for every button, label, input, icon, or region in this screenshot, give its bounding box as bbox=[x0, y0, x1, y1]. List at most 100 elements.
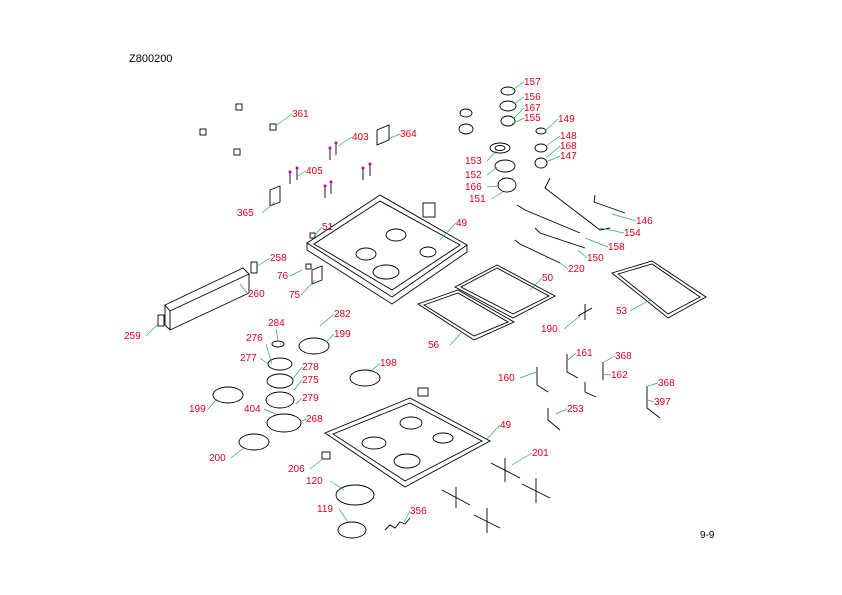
part-label: 152 bbox=[465, 170, 482, 181]
leader-line bbox=[584, 237, 609, 248]
part-label: 284 bbox=[268, 318, 285, 329]
burner-caps-stack bbox=[458, 86, 548, 193]
part-label: 49 bbox=[500, 420, 512, 431]
leader-line bbox=[511, 452, 533, 466]
leader-line bbox=[529, 277, 543, 291]
leader-line bbox=[313, 226, 323, 237]
part-label: 149 bbox=[558, 114, 575, 125]
leader-line bbox=[369, 362, 381, 373]
part-label: 168 bbox=[560, 141, 577, 152]
leader-line bbox=[603, 355, 616, 363]
glass-top-panel bbox=[321, 387, 491, 488]
part-label: 154 bbox=[624, 228, 641, 239]
part-label: 364 bbox=[400, 129, 417, 140]
leader-line bbox=[261, 201, 276, 214]
part-label: 405 bbox=[306, 166, 323, 177]
part-label: 199 bbox=[189, 404, 206, 415]
part-label: 404 bbox=[244, 404, 261, 415]
leader-line bbox=[559, 262, 569, 270]
part-label: 397 bbox=[654, 397, 671, 408]
part-label: 365 bbox=[237, 208, 254, 219]
cooktop-enclosure bbox=[306, 194, 468, 305]
part-label: 147 bbox=[560, 151, 577, 162]
leader-line bbox=[309, 457, 325, 470]
leader-line bbox=[545, 155, 561, 163]
lower-burners bbox=[212, 337, 381, 451]
part-label: 361 bbox=[292, 109, 309, 120]
discs-and-spring bbox=[335, 484, 411, 539]
leader-line bbox=[387, 133, 401, 140]
leader-line bbox=[255, 257, 271, 268]
leader-line bbox=[511, 81, 525, 91]
leader-line bbox=[519, 371, 537, 379]
part-label: 220 bbox=[568, 264, 585, 275]
leader-line bbox=[439, 222, 457, 241]
part-label: 166 bbox=[465, 182, 482, 193]
leader-line bbox=[601, 373, 612, 376]
leader-line bbox=[599, 227, 625, 234]
leader-line bbox=[513, 96, 525, 105]
leader-line bbox=[293, 379, 303, 391]
leader-line bbox=[544, 118, 559, 132]
part-label: 167 bbox=[524, 103, 541, 114]
part-label: 51 bbox=[322, 222, 334, 233]
part-label: 150 bbox=[587, 253, 604, 264]
part-label: 275 bbox=[302, 375, 319, 386]
part-label: 160 bbox=[498, 373, 515, 384]
leader-line bbox=[291, 366, 303, 381]
part-label: 153 bbox=[465, 156, 482, 167]
leader-line bbox=[545, 145, 561, 159]
leader-line bbox=[230, 447, 245, 459]
leader-line bbox=[647, 399, 655, 403]
part-label: 356 bbox=[410, 506, 427, 517]
leader-line bbox=[403, 510, 411, 523]
diagram-code: Z800200 bbox=[129, 53, 173, 65]
leader-line bbox=[299, 418, 307, 423]
part-label: 198 bbox=[380, 358, 397, 369]
part-label: 50 bbox=[542, 273, 554, 284]
leader-line bbox=[555, 408, 568, 415]
leader-line bbox=[513, 107, 525, 119]
leader-line bbox=[563, 315, 581, 330]
part-label: 276 bbox=[246, 333, 263, 344]
leader-line bbox=[325, 333, 335, 343]
part-label: 268 bbox=[306, 414, 323, 425]
screws bbox=[288, 141, 372, 198]
part-label: 403 bbox=[352, 132, 369, 143]
leader-line bbox=[300, 279, 316, 296]
part-label: 119 bbox=[317, 504, 333, 515]
part-label: 155 bbox=[524, 113, 541, 124]
part-label: 75 bbox=[289, 290, 301, 301]
part-label: 49 bbox=[456, 218, 468, 229]
leader-line bbox=[449, 331, 463, 346]
leader-line bbox=[297, 170, 307, 177]
part-label: 199 bbox=[334, 329, 351, 340]
part-label: 201 bbox=[532, 448, 549, 459]
leader-line bbox=[611, 213, 637, 222]
leader-line bbox=[511, 117, 525, 125]
part-label: 76 bbox=[277, 271, 289, 282]
leader-line bbox=[647, 382, 659, 387]
part-label: 162 bbox=[611, 370, 628, 381]
part-label: 161 bbox=[576, 348, 593, 359]
leader-line bbox=[239, 283, 249, 295]
leader-line bbox=[486, 185, 499, 188]
part-label: 190 bbox=[541, 324, 558, 335]
leader-line bbox=[577, 249, 588, 259]
front-panel-strip bbox=[157, 261, 258, 331]
part-label: 148 bbox=[560, 131, 577, 142]
leader-line bbox=[259, 357, 269, 365]
leader-line bbox=[486, 166, 498, 176]
leader-line bbox=[145, 323, 159, 337]
part-label: 253 bbox=[567, 404, 584, 415]
page-number: 9-9 bbox=[700, 530, 715, 541]
leader-line bbox=[263, 408, 277, 415]
leader-line bbox=[485, 424, 501, 441]
part-labels: 361 403 364 405 365 51 49 258 76 75 260 … bbox=[124, 77, 675, 517]
leader-line bbox=[567, 352, 577, 361]
leader-line bbox=[289, 269, 303, 277]
part-label: 259 bbox=[124, 331, 141, 342]
part-label: 200 bbox=[209, 453, 226, 464]
part-label: 56 bbox=[428, 340, 440, 351]
